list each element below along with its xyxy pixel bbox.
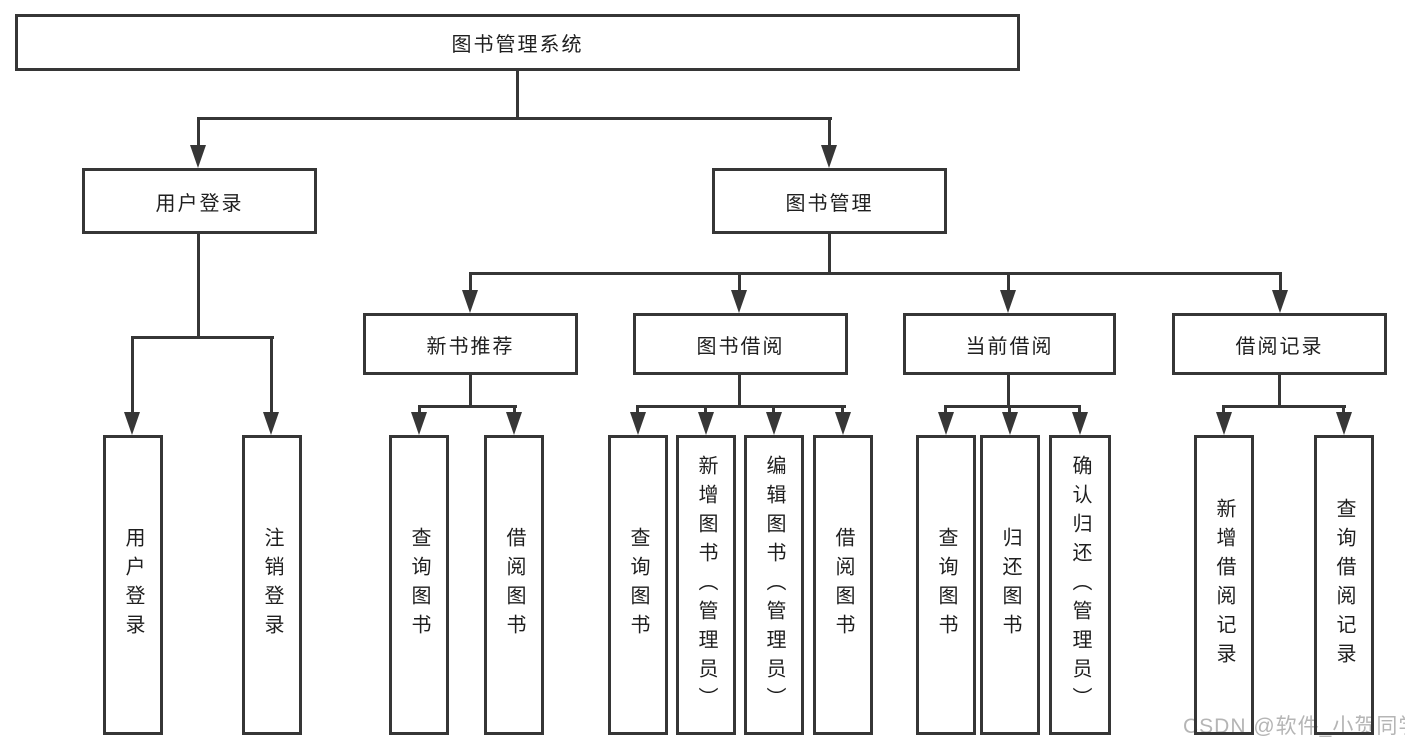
node-borrow-records: 借阅记录 (1172, 313, 1387, 375)
connector-line (197, 117, 832, 120)
connector-line (1279, 272, 1282, 294)
connector-arrowhead (1000, 290, 1016, 313)
node-current-borrow: 当前借阅 (903, 313, 1116, 375)
connector-line (131, 336, 134, 418)
connector-arrowhead (190, 145, 206, 168)
leaf-confirm-return-admin-label: 确认归还（管理员） (1069, 454, 1091, 716)
connector-arrowhead (124, 412, 140, 435)
leaf-query-borrow-record-label: 查询借阅记录 (1333, 498, 1355, 672)
connector-line (418, 405, 421, 417)
connector-line (1222, 405, 1346, 408)
leaf-query-books-current-label: 查询图书 (935, 527, 957, 643)
leaf-query-books-borrow: 查询图书 (608, 435, 668, 735)
connector-line (828, 234, 831, 275)
node-current-borrow-label: 当前借阅 (965, 335, 1054, 358)
leaf-add-borrow-record-label: 新增借阅记录 (1213, 498, 1235, 672)
connector-line (1007, 375, 1010, 407)
connector-arrowhead (630, 412, 646, 435)
connector-line (944, 405, 1081, 408)
leaf-add-books-admin-label: 新增图书（管理员） (695, 454, 717, 716)
node-book-borrow-label: 图书借阅 (696, 335, 785, 358)
connector-line (197, 117, 200, 149)
connector-line (513, 405, 516, 417)
connector-arrowhead (821, 145, 837, 168)
leaf-query-books-recommend: 查询图书 (389, 435, 449, 735)
leaf-borrow-books-recommend: 借阅图书 (484, 435, 544, 735)
connector-arrowhead (1336, 412, 1352, 435)
connector-line (636, 405, 639, 417)
connector-arrowhead (462, 290, 478, 313)
connector-line (270, 336, 273, 418)
leaf-query-borrow-record: 查询借阅记录 (1314, 435, 1374, 735)
leaf-borrow-books-recommend-label: 借阅图书 (503, 527, 525, 643)
connector-line (469, 272, 472, 294)
leaf-add-books-admin: 新增图书（管理员） (676, 435, 736, 735)
connector-arrowhead (766, 412, 782, 435)
connector-line (828, 117, 831, 149)
connector-arrowhead (1216, 412, 1232, 435)
connector-line (944, 405, 947, 417)
connector-line (469, 272, 1282, 275)
connector-line (1222, 405, 1225, 417)
connector-line (738, 375, 741, 407)
leaf-logout-label: 注销登录 (261, 527, 283, 643)
node-user-login-label: 用户登录 (155, 192, 244, 215)
leaf-user-login: 用户登录 (103, 435, 163, 735)
leaf-user-login-label: 用户登录 (122, 527, 144, 643)
connector-line (1078, 405, 1081, 417)
connector-arrowhead (698, 412, 714, 435)
connector-arrowhead (938, 412, 954, 435)
leaf-borrow-books: 借阅图书 (813, 435, 873, 735)
leaf-edit-books-admin: 编辑图书（管理员） (744, 435, 804, 735)
leaf-add-borrow-record: 新增借阅记录 (1194, 435, 1254, 735)
connector-line (131, 336, 274, 339)
connector-line (1278, 375, 1281, 407)
connector-arrowhead (263, 412, 279, 435)
connector-arrowhead (506, 412, 522, 435)
connector-line (704, 405, 707, 417)
leaf-query-books-borrow-label: 查询图书 (627, 527, 649, 643)
leaf-return-books-label: 归还图书 (999, 527, 1021, 643)
connector-line (841, 405, 844, 417)
connector-line (516, 70, 519, 120)
connector-line (1008, 405, 1011, 417)
connector-line (636, 405, 846, 408)
node-new-book-recommend-label: 新书推荐 (426, 335, 515, 358)
connector-line (772, 405, 775, 417)
leaf-confirm-return-admin: 确认归还（管理员） (1049, 435, 1111, 735)
connector-arrowhead (1072, 412, 1088, 435)
node-root-label: 图书管理系统 (451, 34, 584, 56)
leaf-query-books-current: 查询图书 (916, 435, 976, 735)
leaf-query-books-recommend-label: 查询图书 (408, 527, 430, 643)
node-user-login: 用户登录 (82, 168, 317, 234)
connector-arrowhead (411, 412, 427, 435)
connector-arrowhead (731, 290, 747, 313)
leaf-edit-books-admin-label: 编辑图书（管理员） (763, 454, 785, 716)
connector-arrowhead (1272, 290, 1288, 313)
leaf-return-books: 归还图书 (980, 435, 1040, 735)
connector-arrowhead (835, 412, 851, 435)
connector-arrowhead (1002, 412, 1018, 435)
node-book-borrow: 图书借阅 (633, 313, 848, 375)
node-borrow-records-label: 借阅记录 (1235, 335, 1324, 358)
connector-line (469, 375, 472, 407)
connector-line (1342, 405, 1345, 417)
connector-line (1007, 272, 1010, 294)
node-new-book-recommend: 新书推荐 (363, 313, 578, 375)
connector-line (738, 272, 741, 294)
leaf-logout: 注销登录 (242, 435, 302, 735)
node-book-management-label: 图书管理 (785, 192, 874, 215)
connector-line (418, 405, 517, 408)
leaf-borrow-books-label: 借阅图书 (832, 527, 854, 643)
connector-line (197, 234, 200, 339)
node-root: 图书管理系统 (15, 14, 1020, 71)
node-book-management: 图书管理 (712, 168, 947, 234)
